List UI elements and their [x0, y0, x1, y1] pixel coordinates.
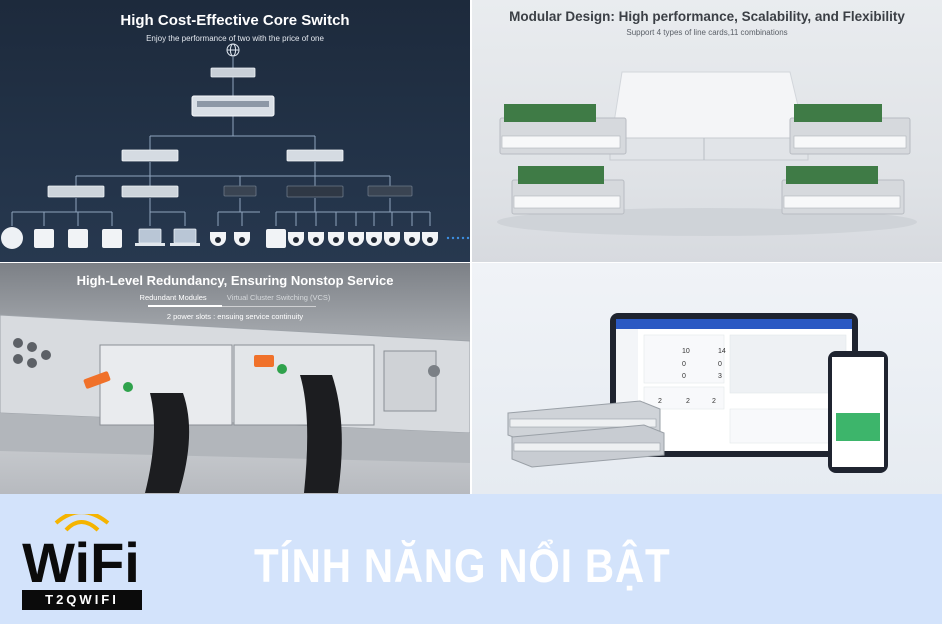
dashboard-value: 0 — [718, 361, 722, 368]
tab-redundant-modules[interactable]: Redundant Modules — [139, 293, 207, 302]
management-illustration: 10 14 0 0 0 3 2 2 2 — [507, 313, 888, 473]
redundancy-title: High-Level Redundancy, Ensuring Nonstop … — [76, 273, 394, 288]
wifi-logo-text: WiFi — [22, 531, 140, 588]
brand-label: T2QWIFI — [22, 590, 142, 610]
tab-divider — [148, 306, 316, 307]
core-switch-subtitle: Enjoy the performance of two with the pr… — [146, 34, 324, 43]
dashboard-value: 2 — [712, 398, 716, 405]
tab-active-indicator — [148, 305, 222, 307]
modular-panel: Modular Design: High performance, Scalab… — [472, 0, 942, 262]
feature-banner — [0, 494, 942, 624]
dashboard-value: 10 — [682, 348, 690, 355]
feature-grid: High Cost-Effective Core Switch Enjoy th… — [0, 0, 942, 494]
camera-icon — [210, 232, 438, 246]
banner-headline: TÍNH NĂNG NỔI BẬT — [254, 539, 671, 592]
chassis-illustration — [497, 71, 917, 236]
globe-icon — [226, 43, 240, 57]
wifi-logo: WiFi T2QWIFI — [8, 514, 154, 610]
core-switch-panel: High Cost-Effective Core Switch Enjoy th… — [0, 0, 470, 262]
modular-title: Modular Design: High performance, Scalab… — [509, 9, 905, 24]
management-panel: 10 14 0 0 0 3 2 2 2 — [472, 263, 942, 494]
dashboard-value: 2 — [658, 398, 662, 405]
dashboard-value: 14 — [718, 348, 726, 355]
topology-diagram — [1, 43, 470, 249]
laptop-icon — [135, 228, 200, 246]
line-card — [511, 166, 625, 215]
redundancy-subtitle: 2 power slots : ensuing service continui… — [166, 312, 304, 321]
redundancy-panel: High-Level Redundancy, Ensuring Nonstop … — [0, 263, 470, 494]
dashboard-value: 3 — [718, 373, 722, 380]
line-card — [789, 104, 911, 155]
dashboard-value: 0 — [682, 373, 686, 380]
line-card — [781, 166, 905, 215]
line-card — [499, 104, 627, 155]
core-switch-title: High Cost-Effective Core Switch — [120, 12, 350, 29]
wifi-wordmark: WiFi — [22, 531, 140, 588]
access-point-icon — [1, 227, 286, 249]
wifi-logo-icon — [54, 514, 110, 532]
redundancy-tabs: Redundant Modules Virtual Cluster Switch… — [0, 293, 470, 302]
tab-vcs[interactable]: Virtual Cluster Switching (VCS) — [226, 293, 331, 302]
modular-subtitle: Support 4 types of line cards,11 combina… — [626, 28, 788, 37]
power-module-illustration — [0, 314, 470, 493]
dashboard-value: 2 — [686, 398, 690, 405]
dashboard-value: 0 — [682, 361, 686, 368]
